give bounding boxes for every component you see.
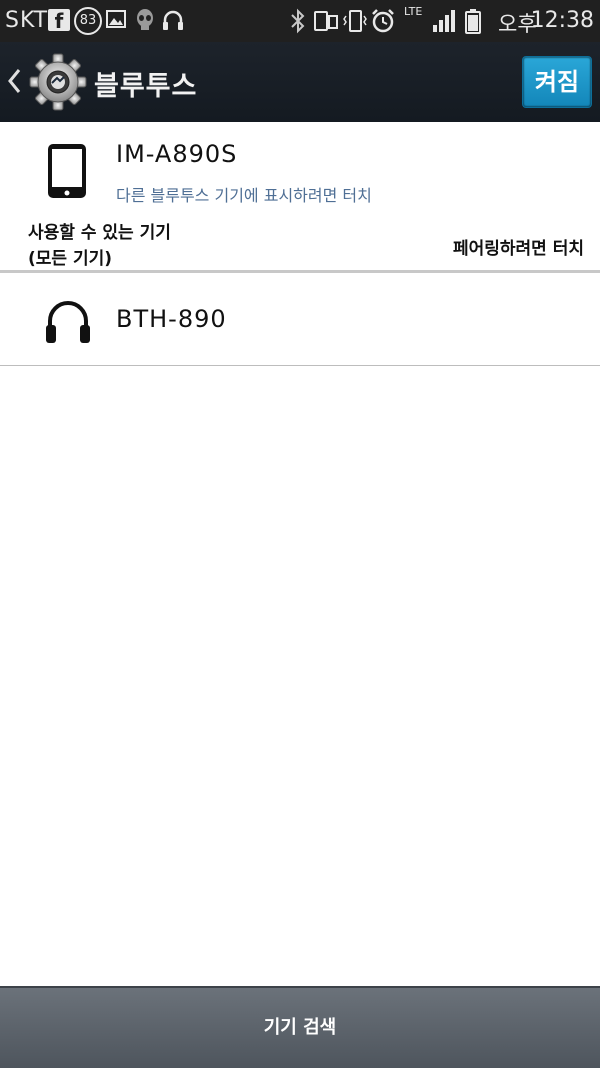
facebook-icon: f xyxy=(48,9,70,33)
action-bar: 블루투스 켜짐 xyxy=(0,42,600,122)
available-devices-filter[interactable]: (모든 기기) xyxy=(28,249,113,269)
my-device-visibility-hint: 다른 블루투스 기기에 표시하려면 터치 xyxy=(116,186,372,205)
status-bar: SKT f 83 LTE 오후 12:38 xyxy=(0,0,600,42)
settings-gear-icon[interactable] xyxy=(28,52,88,116)
ampm-label: 오후 xyxy=(498,12,537,36)
image-icon xyxy=(106,8,126,34)
phone-icon xyxy=(46,142,88,204)
back-chevron-icon[interactable] xyxy=(6,67,22,99)
available-devices-header: 사용할 수 있는 기기 (모든 기기) xyxy=(28,220,171,272)
pair-hint: 페어링하려면 터치 xyxy=(452,239,584,259)
my-device-name: IM-A890S xyxy=(116,140,238,168)
notification-count-badge: 83 xyxy=(74,7,102,35)
vibrate-icon xyxy=(342,8,368,38)
my-device-row[interactable]: IM-A890S 다른 블루투스 기기에 표시하려면 터치 사용할 수 있는 기… xyxy=(0,122,600,272)
available-devices-label: 사용할 수 있는 기기 xyxy=(28,223,171,243)
scan-devices-button[interactable]: 기기 검색 xyxy=(263,1017,337,1038)
bluetooth-icon xyxy=(289,8,307,38)
page-title: 블루투스 xyxy=(94,71,198,102)
alien-icon xyxy=(135,8,155,36)
device-name: BTH-890 xyxy=(116,305,227,333)
battery-icon xyxy=(464,8,482,38)
section-divider xyxy=(0,270,600,273)
alarm-icon xyxy=(370,8,396,38)
signal-icon xyxy=(432,8,456,38)
headphone-icon xyxy=(44,299,92,349)
bottom-bar: 기기 검색 xyxy=(0,986,600,1068)
clock: 12:38 xyxy=(530,8,594,33)
headphone-status-icon xyxy=(161,8,185,36)
phone-sync-icon xyxy=(313,8,339,38)
bluetooth-toggle-button[interactable]: 켜짐 xyxy=(522,56,592,108)
lte-icon: LTE xyxy=(404,5,423,18)
device-list-item[interactable]: BTH-890 xyxy=(0,273,600,366)
carrier-label: SKT xyxy=(5,8,49,33)
